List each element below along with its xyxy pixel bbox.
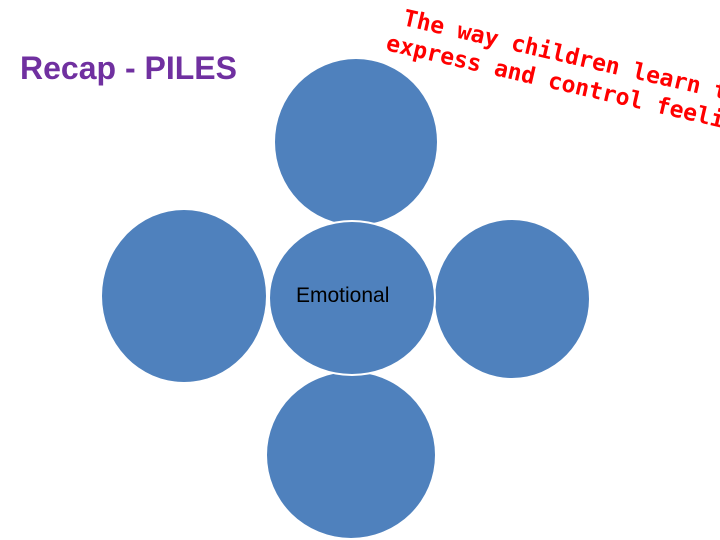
- circle-right: [433, 218, 591, 380]
- emotional-label: Emotional: [296, 284, 390, 307]
- circle-left: [100, 208, 268, 384]
- slide-title: Recap - PILES: [20, 50, 237, 86]
- circle-top: [273, 57, 439, 227]
- circle-bottom: [265, 370, 437, 540]
- circle-center-emotional: [268, 220, 436, 376]
